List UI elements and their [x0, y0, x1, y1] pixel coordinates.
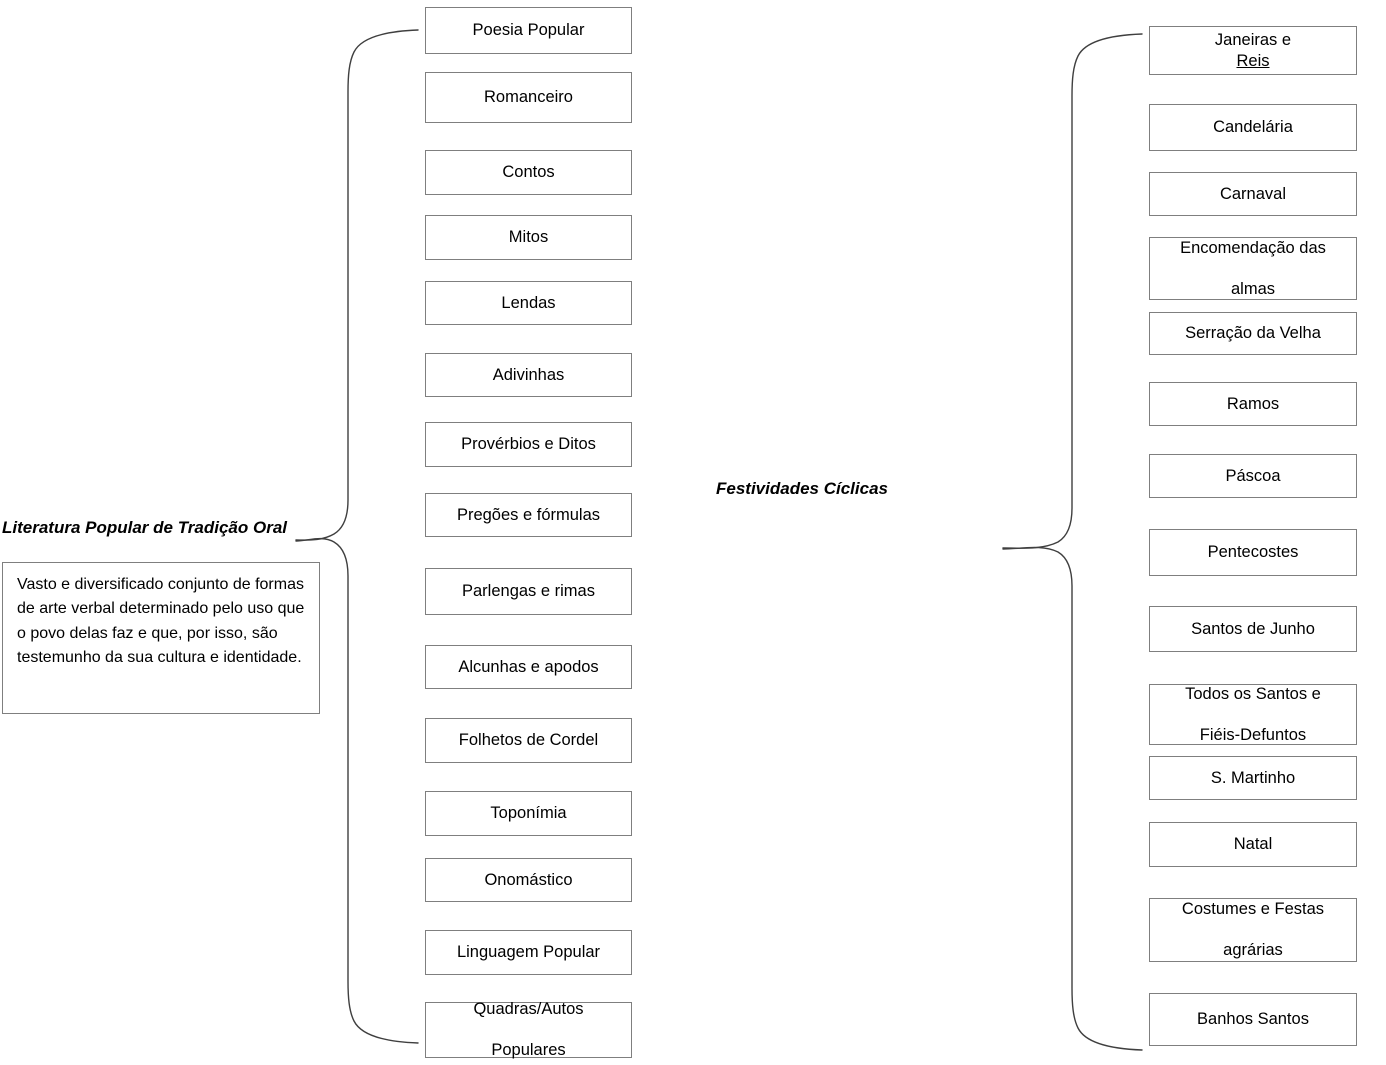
node-santos-de-junho[interactable]: Santos de Junho: [1149, 606, 1357, 652]
node-carnaval[interactable]: Carnaval: [1149, 172, 1357, 216]
node-toponimia[interactable]: Toponímia: [425, 791, 632, 836]
node-label: Alcunhas e apodos: [458, 657, 599, 676]
node-label: Provérbios e Ditos: [461, 435, 596, 454]
node-label: Parlengas e rimas: [462, 582, 595, 601]
node-label-line2: agrárias: [1223, 941, 1283, 960]
node-label: Contos: [502, 163, 555, 182]
node-romanceiro[interactable]: Romanceiro: [425, 72, 632, 123]
node-label: Adivinhas: [492, 365, 565, 384]
node-label-line1: Todos os Santos e: [1185, 684, 1321, 703]
node-label: Mitos: [508, 228, 549, 247]
node-label: Pentecostes: [1207, 543, 1299, 562]
node-label: Candelária: [1213, 118, 1293, 137]
node-label: Páscoa: [1225, 466, 1281, 485]
node-mitos[interactable]: Mitos: [425, 215, 632, 260]
node-label: Santos de Junho: [1191, 619, 1315, 638]
node-parlengas-e-rimas[interactable]: Parlengas e rimas: [425, 568, 632, 615]
node-label: Pregões e fórmulas: [456, 505, 601, 524]
node-label-line2: Populares: [491, 1041, 566, 1060]
node-contos[interactable]: Contos: [425, 150, 632, 195]
node-encomendacao-das-almas[interactable]: Encomendação das almas: [1149, 237, 1357, 300]
node-pentecostes[interactable]: Pentecostes: [1149, 529, 1357, 576]
node-label-line1: Encomendação das: [1180, 238, 1326, 257]
node-ramos[interactable]: Ramos: [1149, 382, 1357, 426]
node-label: Ramos: [1226, 394, 1280, 413]
center-label: Festividades Cíclicas: [716, 479, 888, 498]
node-label: Toponímia: [490, 804, 567, 823]
node-label-underlined: Reis: [1236, 51, 1270, 70]
node-label-line2: Fiéis-Defuntos: [1199, 725, 1307, 744]
node-adivinhas[interactable]: Adivinhas: [425, 353, 632, 397]
node-label: Carnaval: [1219, 184, 1287, 203]
node-label: Onomástico: [484, 870, 573, 889]
node-alcunhas-e-apodos[interactable]: Alcunhas e apodos: [425, 645, 632, 689]
node-label: Linguagem Popular: [456, 943, 601, 962]
node-label: S. Martinho: [1210, 768, 1296, 787]
node-todos-os-santos-e-fieis-defuntos[interactable]: Todos os Santos e Fiéis-Defuntos: [1149, 684, 1357, 745]
node-label: Lendas: [501, 293, 556, 312]
node-pregoes-e-formulas[interactable]: Pregões e fórmulas: [425, 493, 632, 537]
node-label: Poesia Popular: [472, 21, 585, 40]
node-label: Natal: [1233, 835, 1273, 854]
node-folhetos-de-cordel[interactable]: Folhetos de Cordel: [425, 718, 632, 763]
root-label: Literatura Popular de Tradição Oral: [2, 518, 287, 537]
node-pascoa[interactable]: Páscoa: [1149, 454, 1357, 498]
node-label: Romanceiro: [484, 88, 573, 107]
node-proverbios-e-ditos[interactable]: Provérbios e Ditos: [425, 422, 632, 467]
node-label: Serração da Velha: [1185, 324, 1321, 343]
node-serracao-da-velha[interactable]: Serração da Velha: [1149, 312, 1357, 355]
node-s-martinho[interactable]: S. Martinho: [1149, 756, 1357, 800]
node-label: Banhos Santos: [1197, 1010, 1309, 1029]
node-label: Janeiras e: [1214, 30, 1292, 49]
node-costumes-e-festas-agrarias[interactable]: Costumes e Festas agrárias: [1149, 898, 1357, 962]
node-label-line1: Costumes e Festas: [1181, 900, 1325, 919]
node-label-line1: Quadras/Autos: [473, 1000, 584, 1019]
node-onomastico[interactable]: Onomástico: [425, 858, 632, 902]
node-janeiras-e-reis[interactable]: Janeiras e Reis: [1149, 26, 1357, 75]
root-description-box: Vasto e diversificado conjunto de formas…: [2, 562, 320, 714]
node-banhos-santos[interactable]: Banhos Santos: [1149, 993, 1357, 1046]
node-lendas[interactable]: Lendas: [425, 281, 632, 325]
node-linguagem-popular[interactable]: Linguagem Popular: [425, 930, 632, 975]
node-label-line2: almas: [1230, 279, 1275, 298]
node-poesia-popular[interactable]: Poesia Popular: [425, 7, 632, 54]
node-natal[interactable]: Natal: [1149, 822, 1357, 867]
node-candelaria[interactable]: Candelária: [1149, 104, 1357, 151]
node-label: Folhetos de Cordel: [458, 731, 599, 750]
